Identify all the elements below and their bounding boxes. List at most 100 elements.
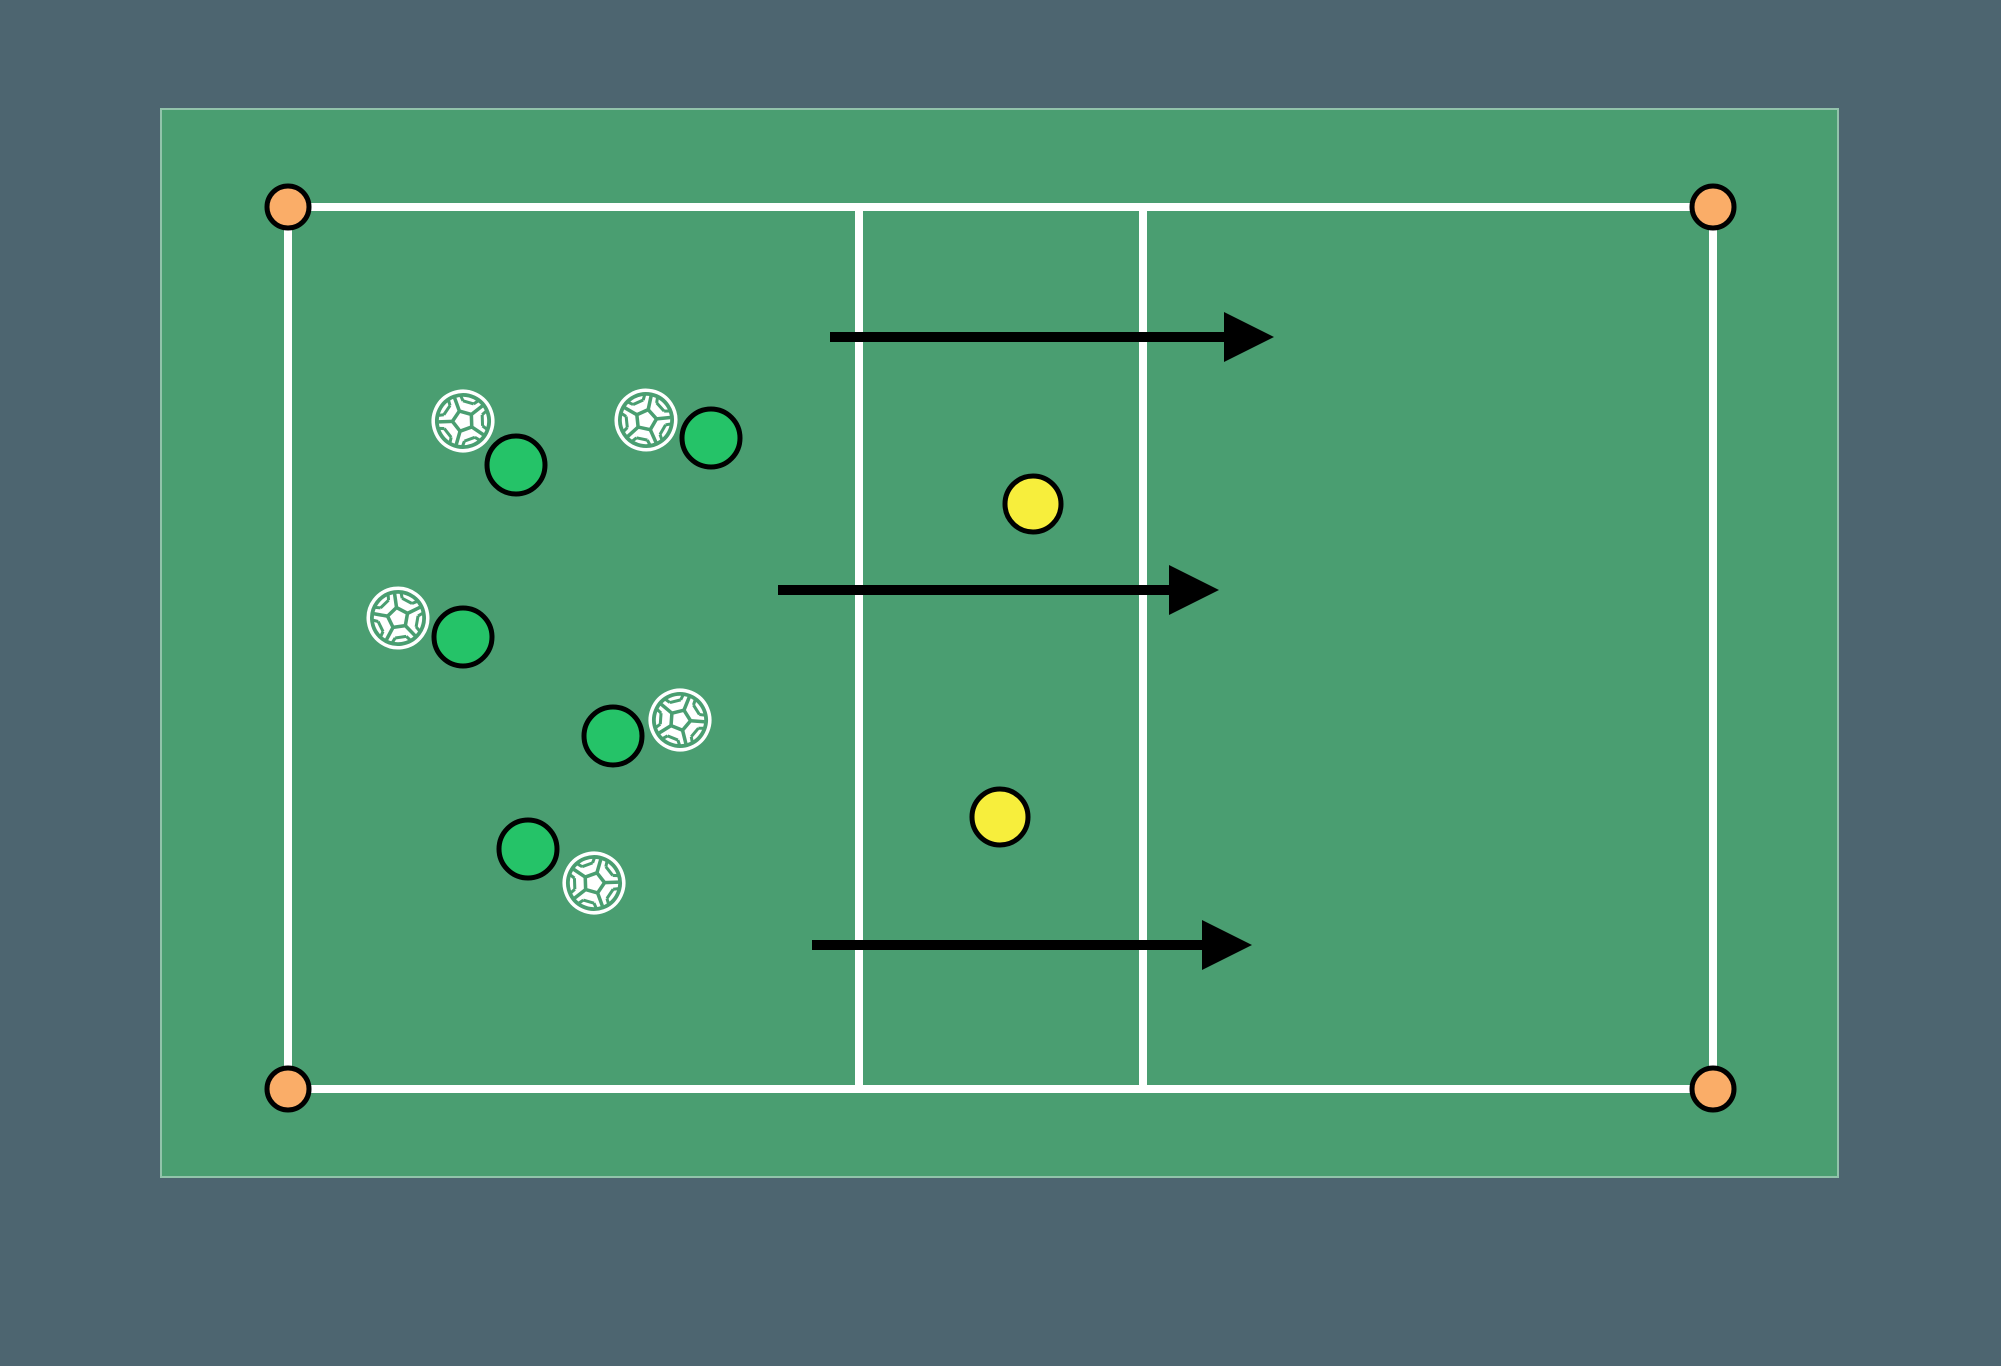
ball-rim-seam	[627, 400, 634, 406]
ball-rim-seam	[658, 713, 663, 725]
ball-rim-seam	[692, 704, 701, 716]
ball-rim-seam	[690, 727, 700, 738]
ball-rim-seam	[472, 399, 480, 406]
ball-rim-seam	[391, 637, 397, 644]
ball-rim-seam	[622, 426, 629, 433]
green-player-5[interactable]	[496, 817, 560, 881]
ball-rim-seam	[462, 399, 475, 406]
ball-rim-seam	[689, 736, 694, 743]
ball-rim-seam	[394, 634, 407, 640]
corner-cone-1[interactable]	[264, 183, 312, 231]
ball-pentagon	[635, 407, 659, 432]
ball-seam	[454, 430, 462, 445]
ball-seam	[690, 718, 705, 724]
ball-rim-seam	[438, 413, 444, 417]
ball-rim-seam	[631, 436, 638, 443]
ball-seam	[682, 696, 691, 711]
ball-rim-seam	[591, 857, 596, 864]
ball-pentagon	[450, 409, 474, 433]
ball-seam	[680, 729, 688, 745]
run-arrow-2[interactable]	[778, 565, 1219, 615]
ball-seam	[604, 880, 619, 885]
ball-seam	[470, 404, 484, 416]
ball-pentagon	[669, 708, 693, 733]
soccer-ball-4-icon[interactable]	[641, 681, 718, 758]
run-arrow-3[interactable]	[812, 920, 1252, 970]
ball-rim-seam	[414, 625, 421, 632]
ball-rim-seam	[480, 414, 485, 426]
ball-rim-seam	[665, 422, 672, 427]
ball-seam	[595, 859, 603, 874]
ball-rim-seam	[376, 620, 385, 633]
ball-rim-seam	[481, 410, 488, 416]
ball-rim-seam	[624, 416, 629, 428]
ball-rim-seam	[461, 440, 466, 447]
ball-rim-seam	[401, 596, 413, 605]
green-player-1[interactable]	[484, 433, 548, 497]
green-player-3[interactable]	[431, 605, 495, 669]
ball-rim-seam	[658, 433, 664, 441]
green-player-2[interactable]	[679, 406, 743, 470]
ball-seam	[648, 428, 658, 444]
corner-cone-2[interactable]	[1689, 183, 1737, 231]
arrow-head-icon	[1224, 312, 1274, 362]
ball-rim-seam	[636, 436, 648, 442]
ball-rim-seam	[447, 399, 452, 406]
soccer-ball-5-icon[interactable]	[556, 845, 632, 921]
ball-rim-seam	[612, 873, 619, 878]
ball-rim-seam	[655, 401, 666, 413]
ball-rim-seam	[655, 722, 662, 729]
yellow-player-1[interactable]	[1002, 473, 1064, 535]
ball-seam	[384, 626, 395, 641]
ball-rim-seam	[379, 630, 385, 638]
run-arrow-1[interactable]	[830, 312, 1274, 362]
green-player-4[interactable]	[581, 704, 645, 768]
ball-rim-seam	[620, 412, 627, 418]
ball-rim-seam	[411, 600, 418, 605]
ball-rim-seam	[569, 873, 576, 880]
ball-rim-seam	[405, 635, 412, 642]
ball-rim-seam	[581, 861, 594, 869]
ball-pentagon	[583, 871, 607, 895]
ball-rim-seam	[605, 888, 615, 900]
ball-seam	[572, 867, 587, 879]
ball-rim-seam	[576, 862, 583, 868]
ball-rim-seam	[463, 435, 476, 443]
ball-seam	[660, 702, 674, 715]
ball-rim-seam	[605, 898, 610, 905]
ball-rim-seam	[699, 712, 705, 717]
soccer-ball-3-icon[interactable]	[364, 584, 431, 651]
ball-rim-seam	[386, 594, 391, 601]
corner-cone-3[interactable]	[264, 1065, 312, 1113]
ball-seam	[623, 406, 638, 417]
ball-rim-seam	[664, 698, 671, 704]
arrow-head-icon	[1202, 920, 1252, 970]
ball-rim-seam	[443, 427, 453, 439]
ball-rim-seam	[662, 734, 669, 740]
ball-seam	[406, 605, 421, 615]
ball-rim-seam	[655, 397, 659, 404]
ball-outer-ring	[614, 388, 678, 452]
ball-rim-seam	[656, 708, 663, 715]
arrow-head-icon	[1169, 565, 1219, 615]
ball-seam	[438, 419, 453, 424]
soccer-ball-2-icon[interactable]	[611, 385, 682, 456]
ball-rim-seam	[414, 615, 420, 628]
ball-seam	[595, 892, 605, 907]
ball-rim-seam	[669, 698, 682, 705]
ball-rim-seam	[474, 436, 481, 442]
ball-outer-ring	[562, 851, 626, 915]
ball-seam	[573, 888, 587, 900]
corner-cone-4[interactable]	[1689, 1065, 1737, 1113]
ball-rim-seam	[692, 699, 697, 706]
ball-rim-seam	[664, 409, 670, 413]
ball-rim-seam	[372, 618, 379, 623]
yellow-player-2[interactable]	[969, 786, 1031, 848]
ball-seam	[392, 593, 399, 608]
ball-rim-seam	[592, 902, 598, 909]
ball-rim-seam	[569, 888, 576, 894]
ball-rim-seam	[658, 424, 667, 436]
ball-seam	[470, 425, 485, 437]
soccer-ball-1-icon[interactable]	[425, 383, 501, 459]
ball-rim-seam	[442, 404, 452, 416]
